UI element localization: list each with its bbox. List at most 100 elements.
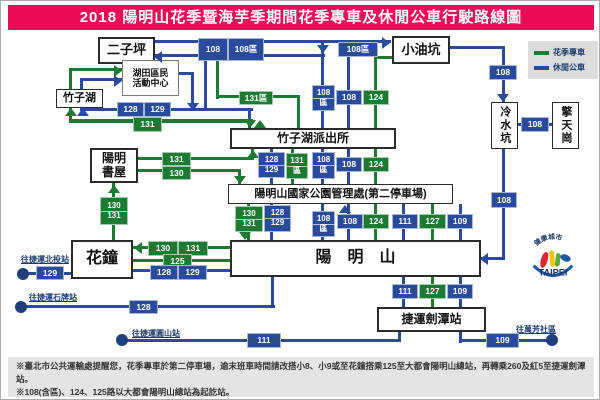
route-line [449,46,505,49]
arrow-left-icon [134,242,142,254]
arrow-right-icon [114,65,122,77]
route-line [80,78,125,81]
route-badge-108: 108 [336,90,362,105]
arrow-up-icon [247,150,259,158]
flower-bus-line-swatch [534,50,549,55]
route-line [271,277,274,308]
arrow-down-icon [239,232,251,240]
arrow-right-icon [382,37,390,49]
legend-leisure-bus: 休閒公車 [534,62,598,73]
footnote-line: ※臺北市公共運輸處提醒您，花季專車於第二停車場，逾末班車時間請改搭小8、小9或至… [16,361,586,385]
route-badge-108: 108 [337,214,363,229]
route-badge-131: 131 [162,152,191,166]
terminal-dot-wanfang [546,334,558,346]
page-title: 2018 陽明山花季暨海芋季期間花季專車及休閒公車行駛路線圖 [8,5,594,30]
route-line [297,95,300,129]
footnote-line: ※108(含區)、124、125路以大都會陽明山總站為起訖站。 [16,387,235,398]
route-badge-127: 127 [419,214,446,229]
station-qingtiangang: 擎天崗 [552,102,579,149]
route-badge-108區: 108區 [338,42,378,57]
route-line [191,72,194,110]
badge-row: 130 [107,200,121,210]
badge-row: 108 [316,213,331,223]
arrow-up-icon [254,120,266,128]
route-line [204,56,207,110]
station-yangmingshan: 陽 明 山 [230,240,481,277]
route-badge-127: 127 [419,284,446,299]
station-zhuzihu-police: 竹子湖派出所 [230,128,396,149]
terminal-dot-mrt-shipai [15,301,27,313]
arrow-up-icon [65,108,77,116]
arrow-right-icon [114,75,122,87]
station-yangming-shuwu: 陽明 書屋 [90,148,138,183]
badge-row: 131 [236,218,262,229]
leisure-bus-line-swatch [534,65,549,70]
route-line [398,330,401,342]
svg-text:TAIPEI: TAIPEI [539,267,568,277]
route-badge-124: 124 [363,90,389,105]
station-zhuzihu: 竹子湖 [56,89,103,108]
route-badge-108: 108 [521,117,549,132]
legend-label: 休閒公車 [553,63,585,72]
route-badge-128: 128 [129,300,158,314]
badge-row: 129 [265,218,290,228]
route-badge-108: 108 [489,65,517,80]
badge-row: 區 [313,97,334,108]
badge-row: 131 [101,210,127,221]
terminal-label-mrt-yuanshan: 往捷運圓山站 [132,329,180,338]
arrow-left-icon [154,51,162,63]
legend-label: 花季專車 [553,48,585,57]
arrow-down-icon [497,94,509,102]
route-line [374,56,400,59]
station-hutian-center: 湖田區民 活動中心 [122,60,179,96]
route-badge-128: 128 [150,265,178,280]
terminal-dot-mrt-yuanshan [116,334,128,346]
arrow-down-icon [244,120,256,128]
route-badge-111: 111 [392,284,418,299]
station-lengshuikeng: 冷水坑 [491,102,518,149]
route-badge-124: 124 [363,214,389,229]
station-xiaoyoukeng: 小油坑 [392,36,450,64]
route-badge-108: 108 [491,192,517,208]
arrow-down-icon [234,176,246,184]
route-badge-129: 129 [36,266,64,280]
terminal-label-mrt-shipai: 往捷運石牌站 [29,293,77,302]
arrow-left-icon [480,253,488,265]
route-line [374,57,377,241]
arrow-up-icon [339,205,351,213]
terminal-label-wanfang: 往萬芳社區 [516,325,556,334]
badge-row: 131 [290,155,304,165]
badge-row: 108 [316,155,331,165]
route-badge-109: 109 [486,333,519,348]
route-badge-130: 130 [162,166,191,180]
route-badge-128: 128 [117,102,144,117]
route-line [502,46,505,259]
arrow-down-icon [187,103,199,111]
badge-row: 區 [313,165,334,175]
route-line [479,257,505,260]
route-line [69,68,124,71]
route-line [177,72,193,75]
route-badge-129: 129 [144,102,171,117]
route-line [137,157,254,160]
station-park-hq: 陽明山國家公園管理處(第二停車場) [228,184,453,204]
arrow-up-icon [108,185,120,193]
arrow-down-icon [317,45,329,53]
badge-row: 129 [259,164,284,175]
route-badge-111: 111 [247,333,281,348]
route-badge-108: 108 [198,38,228,61]
station-flower-clock: 花鐘 [71,240,133,279]
legend-flower-bus: 花季專車 [534,47,598,58]
taipei-city-logo: 健康城市 TAIPEI [524,226,582,293]
footnotes: ※臺北市公共運輸處提醒您，花季專車於第二停車場，逾末班車時間請改搭小8、小9或至… [8,357,594,397]
route-badge-129: 129 [178,265,207,280]
route-line [216,58,219,99]
